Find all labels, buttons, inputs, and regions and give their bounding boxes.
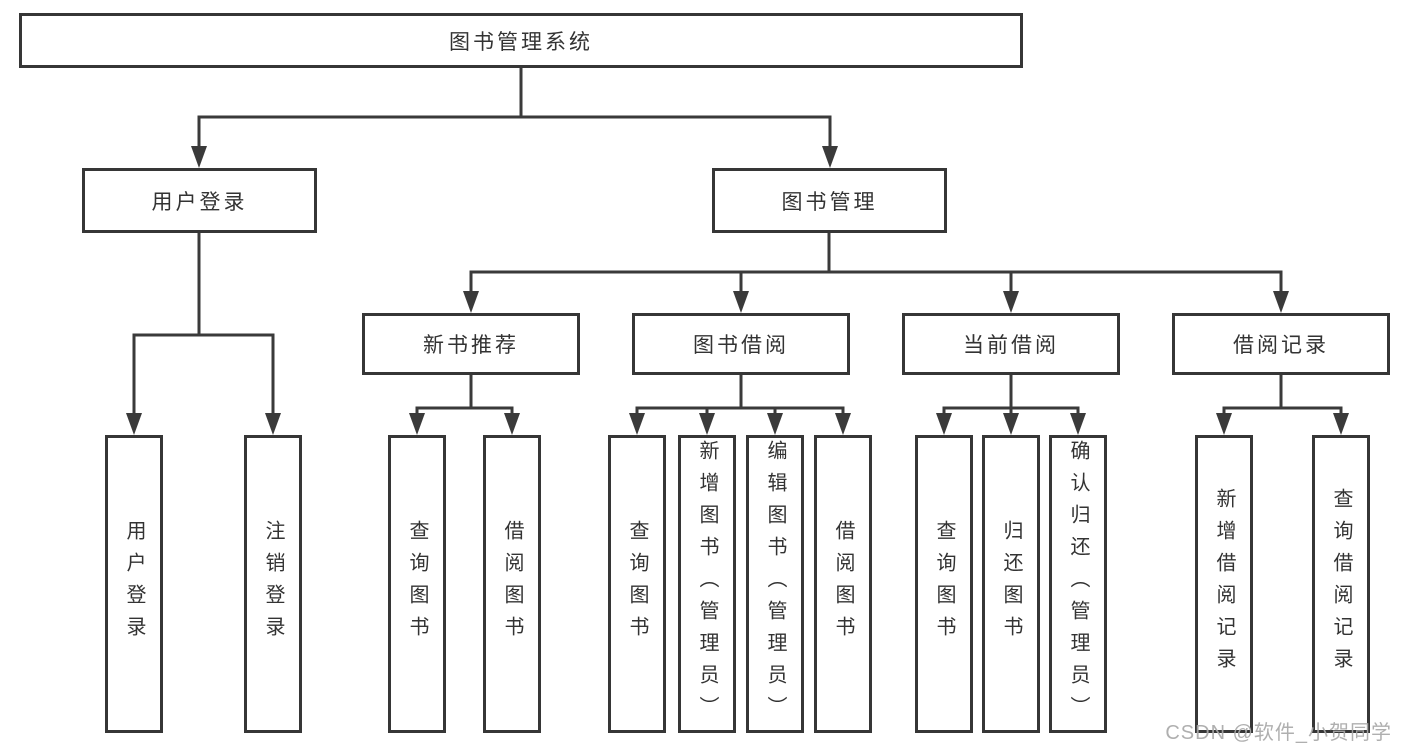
node-root-library-system: 图书管理系统 [19,13,1023,68]
node-current-borrowing: 当前借阅 [902,313,1120,375]
node-user-login: 用户登录 [82,168,317,233]
connector-line [132,231,275,419]
node-label: 查询图书 [406,520,428,648]
connector-line [469,231,1283,297]
node-label: 新增图书（管理员） [696,440,718,728]
leaf-logout: 注销登录 [244,435,302,733]
arrowhead [463,291,479,313]
node-book-borrowing: 图书借阅 [632,313,850,375]
arrowhead [835,413,851,435]
leaf-borrow-add-book-admin: 新增图书（管理员） [678,435,736,733]
connector-user-login-children [126,231,281,435]
node-label: 查询借阅记录 [1330,488,1352,680]
connector-line [942,373,1080,419]
node-label: 新增借阅记录 [1213,488,1235,680]
node-label: 当前借阅 [963,334,1059,357]
node-label: 借阅记录 [1233,334,1329,357]
leaf-borrow-query-book: 查询图书 [608,435,666,733]
arrowhead [936,413,952,435]
arrowhead [1216,413,1232,435]
node-label: 查询图书 [626,520,648,648]
node-label: 查询图书 [933,520,955,648]
leaf-borrow-edit-book-admin: 编辑图书（管理员） [746,435,804,733]
arrowhead [1333,413,1349,435]
node-borrowing-records: 借阅记录 [1172,313,1390,375]
arrowhead [1273,291,1289,313]
arrowhead [265,413,281,435]
connector-book-mgmt-children [463,231,1289,313]
leaf-current-confirm-return-admin: 确认归还（管理员） [1049,435,1107,733]
arrowhead [409,413,425,435]
connector-line [197,66,832,152]
leaf-current-query-book: 查询图书 [915,435,973,733]
node-label: 确认归还（管理员） [1067,440,1089,728]
arrowhead [699,413,715,435]
connector-line [1222,373,1343,419]
leaf-rec-borrow-book: 借阅图书 [483,435,541,733]
connector-line [635,373,845,419]
node-label: 借阅图书 [501,520,523,648]
leaf-rec-query-book: 查询图书 [388,435,446,733]
node-label: 用户登录 [151,190,248,214]
node-label: 图书管理 [781,190,878,214]
node-label: 借阅图书 [832,520,854,648]
leaf-borrow-borrow-book: 借阅图书 [814,435,872,733]
connector-borrow-records-children [1216,373,1349,435]
arrowhead [1003,413,1019,435]
arrowhead [733,291,749,313]
connector-line [415,373,514,419]
node-book-management: 图书管理 [712,168,947,233]
arrowhead [126,413,142,435]
arrowhead [767,413,783,435]
leaf-records-query-record: 查询借阅记录 [1312,435,1370,733]
node-label: 编辑图书（管理员） [764,440,786,728]
node-label: 注销登录 [262,520,284,648]
connector-new-book-rec-children [409,373,520,435]
arrowhead [1003,291,1019,313]
node-label: 图书管理系统 [449,30,593,54]
leaf-records-add-record: 新增借阅记录 [1195,435,1253,733]
node-label: 新书推荐 [423,334,519,357]
arrowhead [629,413,645,435]
arrowhead [1070,413,1086,435]
connector-root-to-level2 [191,66,838,168]
csdn-watermark: CSDN @软件_小贺同学 [1165,722,1392,744]
node-new-book-recommend: 新书推荐 [362,313,580,375]
node-label: 归还图书 [1000,520,1022,648]
node-label: 用户登录 [123,520,145,648]
leaf-current-return-book: 归还图书 [982,435,1040,733]
arrowhead [504,413,520,435]
arrowhead [822,146,838,168]
connector-current-borrow-children [936,373,1086,435]
leaf-user-login: 用户登录 [105,435,163,733]
arrowhead [191,146,207,168]
node-label: 图书借阅 [693,334,789,357]
connector-book-borrow-children [629,373,851,435]
